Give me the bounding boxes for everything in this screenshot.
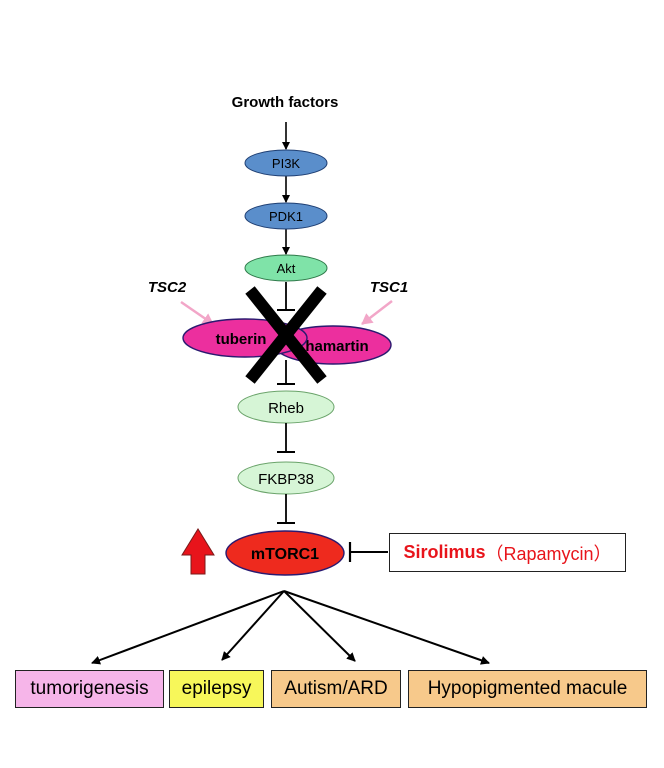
growth-factors-label: Growth factors xyxy=(232,94,339,111)
sirolimus-box: Sirolimus（Rapamycin） xyxy=(389,533,626,572)
upregulation-arrow-icon xyxy=(181,528,215,575)
sirolimus-label: Sirolimus xyxy=(403,542,486,562)
outcome-hypopigmented-macule: Hypopigmented macule xyxy=(408,670,647,708)
mtorc1-label: mTORC1 xyxy=(251,546,319,563)
arrow-to-tumorigenesis xyxy=(91,590,285,665)
outcome-autism-ard: Autism/ARD xyxy=(271,670,401,708)
arrow-to-epilepsy xyxy=(221,590,285,661)
arrow-to-autism xyxy=(283,590,356,662)
pink-arrow-tsc2 xyxy=(180,300,214,326)
pi3k-node xyxy=(244,149,328,177)
tsc2-label: TSC2 xyxy=(148,279,187,296)
knockout-x-stroke-2 xyxy=(245,286,327,384)
hamartin-label: hamartin xyxy=(305,338,368,355)
fkbp38-label: FKBP38 xyxy=(258,471,314,488)
pdk1-node xyxy=(244,202,328,230)
pdk1-label: PDK1 xyxy=(269,209,303,224)
outcome-tumorigenesis: tumorigenesis xyxy=(15,670,164,708)
mtorc1-node xyxy=(225,530,345,576)
pink-arrow-tsc1 xyxy=(361,300,393,325)
outcome-epilepsy: epilepsy xyxy=(169,670,264,708)
arrow-to-hypopigmented xyxy=(283,590,490,665)
pi3k-label: PI3K xyxy=(272,156,301,171)
tuberin-label: tuberin xyxy=(216,331,267,348)
rapamycin-label: （Rapamycin） xyxy=(485,543,612,564)
rheb-label: Rheb xyxy=(268,400,304,417)
tsc1-label: TSC1 xyxy=(370,279,408,296)
akt-label: Akt xyxy=(277,261,296,276)
akt-node xyxy=(244,254,328,282)
